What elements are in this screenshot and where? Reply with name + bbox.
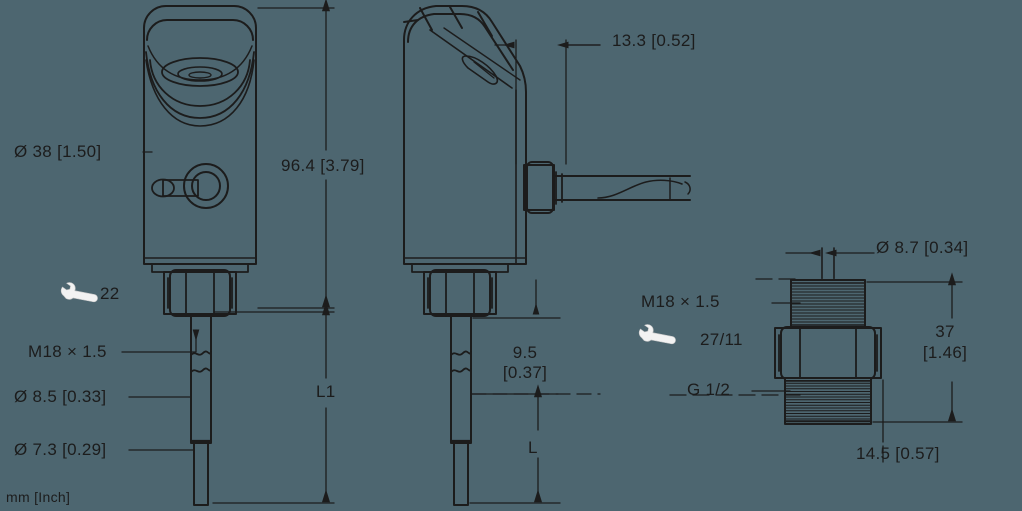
label-length-l1: L1 — [316, 382, 336, 401]
dim-length-l — [469, 384, 601, 504]
dim-length-l1 — [212, 302, 335, 504]
side-view-body — [403, 5, 691, 506]
dim-offset-95 — [472, 279, 561, 319]
label-offset-95-line1: 9.5 — [512, 343, 538, 362]
label-wrench-2711: 27/11 — [700, 330, 743, 349]
process-connection-body — [774, 247, 882, 425]
label-diameter-87: Ø 8.7 [0.34] — [876, 238, 969, 257]
dim-height-964 — [257, 0, 335, 309]
label-diameter-73: Ø 7.3 [0.29] — [14, 440, 107, 459]
front-view-body — [143, 5, 257, 506]
label-wrench-22: 22 — [100, 284, 120, 303]
leader-m18 — [121, 329, 200, 353]
label-width-133: 13.3 [0.52] — [612, 31, 696, 50]
label-length-l: L — [528, 438, 538, 457]
label-thread-m18-pc: M18 × 1.5 — [641, 292, 720, 311]
wrench-icon-22 — [58, 274, 99, 313]
label-height-37-line1: 37 — [935, 322, 955, 341]
wrench-icon-2711 — [636, 316, 677, 355]
label-thread-g12: G 1/2 — [687, 380, 731, 399]
label-diameter-38: Ø 38 [1.50] — [14, 142, 102, 161]
label-width-145: 14.5 [0.57] — [856, 444, 940, 463]
dim-width-133 — [494, 39, 601, 165]
dim-height-37 — [866, 272, 963, 423]
label-height-964: 96.4 [3.79] — [281, 156, 365, 175]
label-offset-95-line2: [0.37] — [502, 363, 548, 382]
label-diameter-85: Ø 8.5 [0.33] — [14, 387, 107, 406]
label-thread-m18: M18 × 1.5 — [28, 342, 107, 361]
dim-diameter-87 — [785, 247, 875, 279]
label-height-37-line2: [1.46] — [922, 343, 968, 362]
label-units-note: mm [Inch] — [6, 489, 71, 505]
